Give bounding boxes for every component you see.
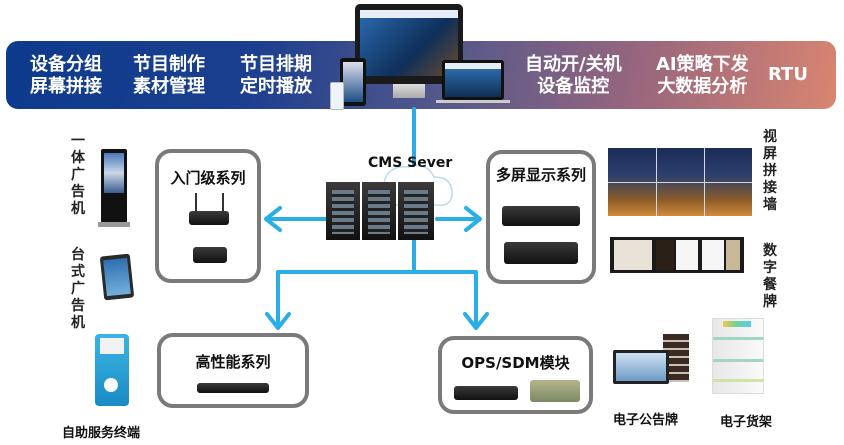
electronic-shelf-icon	[712, 318, 764, 394]
server-rack-icon	[326, 178, 436, 240]
multi-screen-series-title: 多屏显示系列	[495, 166, 586, 184]
feature-timed-playback: 定时播放	[240, 76, 312, 97]
entry-series-box: 入门级系列	[155, 149, 261, 283]
multi-screen-player-device	[502, 206, 580, 226]
high-performance-series-box: 高性能系列	[157, 333, 309, 408]
connector-bottom-branch	[276, 270, 478, 328]
arrowhead-high-performance	[265, 312, 291, 330]
ops-sdm-module-box: OPS/SDM模块	[438, 336, 593, 414]
sdm-board-device	[530, 380, 580, 402]
feature-rtu: RTU	[768, 64, 808, 85]
feature-group-5: AI策略下发 大数据分析	[656, 54, 749, 98]
antenna	[222, 193, 224, 213]
feature-group-1: 设备分组 屏幕拼接	[30, 54, 102, 98]
laptop-icon	[442, 60, 504, 100]
floor-kiosk-label: 一体广告机	[71, 133, 85, 217]
feature-device-grouping: 设备分组	[30, 54, 102, 75]
entry-box-device	[193, 247, 227, 263]
digital-menu-icon	[610, 237, 744, 273]
entry-router-device	[189, 211, 229, 225]
feature-auto-power: 自动开/关机	[525, 54, 622, 75]
high-performance-series-title: 高性能系列	[195, 353, 271, 371]
self-service-terminal-label: 自助服务终端	[62, 426, 141, 441]
feature-big-data: 大数据分析	[657, 76, 748, 97]
feature-screen-splicing: 屏幕拼接	[30, 76, 102, 97]
floor-kiosk-icon	[101, 149, 127, 223]
tablet-icon	[340, 58, 366, 106]
ops-module-device	[454, 386, 518, 400]
antenna	[195, 193, 197, 213]
feature-material-management: 素材管理	[133, 76, 205, 97]
desktop-kiosk-icon	[99, 253, 135, 301]
feature-group-2: 节目制作 素材管理	[133, 54, 205, 98]
electronic-shelf-label: 电子货架	[720, 415, 773, 430]
multi-screen-series-box: 多屏显示系列	[486, 150, 596, 284]
feature-program-scheduling: 节目排期	[240, 54, 312, 75]
feature-group-4: 自动开/关机 设备监控	[525, 54, 622, 98]
video-wall-label: 视屏拼接墙	[763, 129, 777, 213]
bulletin-board-label: 电子公告牌	[613, 413, 679, 428]
floor-kiosk-base	[98, 222, 130, 227]
phone-icon	[330, 82, 344, 110]
multi-screen-box-device	[504, 242, 578, 264]
arrowhead-multi	[464, 206, 482, 232]
digital-menu-label: 数字餐牌	[763, 243, 777, 310]
laptop-base	[436, 100, 510, 103]
feature-ai-strategy: AI策略下发	[656, 54, 749, 75]
video-wall-icon	[608, 148, 752, 216]
arrowhead-entry	[264, 206, 282, 232]
feature-group-3: 节目排期 定时播放	[240, 54, 312, 98]
feature-device-monitoring: 设备监控	[537, 76, 610, 97]
high-performance-device	[197, 383, 269, 393]
server-label: CMS Sever	[368, 155, 453, 171]
feature-program-making: 节目制作	[133, 54, 205, 75]
desktop-kiosk-label: 台式广告机	[71, 247, 85, 331]
arrowhead-ops	[463, 312, 489, 330]
bulletin-board-icon	[613, 350, 669, 384]
monitor-stand	[393, 84, 425, 98]
self-service-terminal-icon	[95, 334, 129, 406]
entry-series-title: 入门级系列	[170, 169, 246, 187]
ops-sdm-module-title: OPS/SDM模块	[461, 354, 570, 372]
